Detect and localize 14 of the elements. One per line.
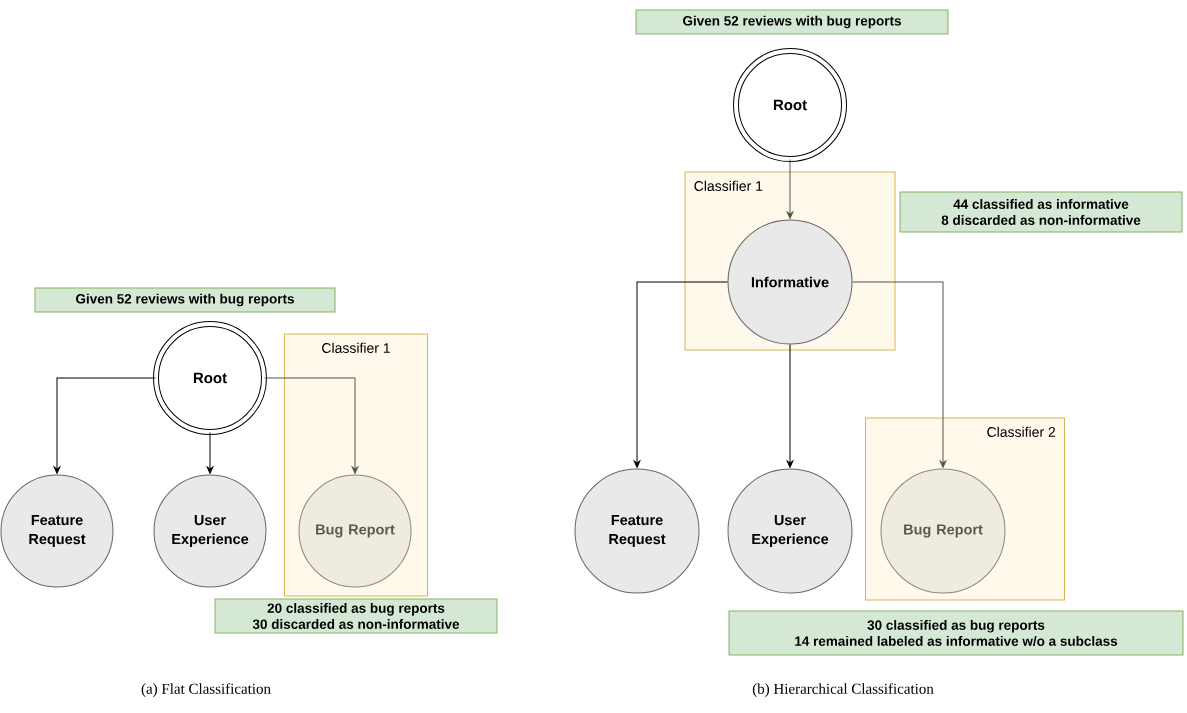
arrow xyxy=(264,377,359,474)
note-box: Given 52 reviews with bug reports xyxy=(34,287,336,313)
arrow xyxy=(786,159,794,219)
arrow xyxy=(206,432,214,474)
note-box: 20 classified as bug reports 30 discarded as non-informative xyxy=(214,598,498,634)
arrow xyxy=(53,377,156,474)
caption: (b) Hierarchical Classification xyxy=(752,683,934,697)
arrow xyxy=(852,281,947,468)
note-box: 44 classified as informative 8 discarded as non-informative xyxy=(899,191,1183,233)
note-box: Given 52 reviews with bug reports xyxy=(635,9,949,35)
arrow xyxy=(633,281,728,468)
caption: (a) Flat Classification xyxy=(141,683,271,697)
arrow xyxy=(786,344,794,468)
note-box: 30 classified as bug reports 14 remained labeled as informative w/o a subclass xyxy=(728,610,1184,656)
